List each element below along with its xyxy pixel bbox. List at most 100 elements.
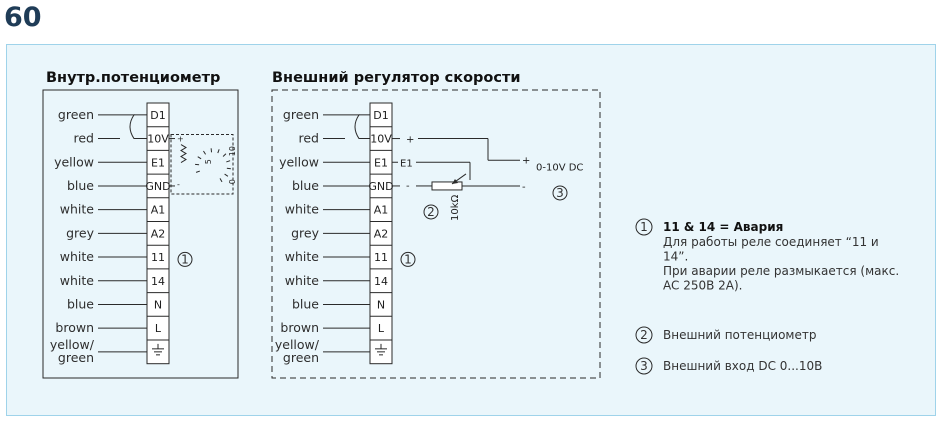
terminal-14: 14 [151,275,165,288]
earth-wire-label-2: green [58,350,94,365]
terminal-A2: A2 [151,227,166,240]
wire-label-brown: brown [55,320,94,335]
terminal-A1: A1 [151,204,166,217]
enclosure-outline [271,89,601,379]
page-number: 60 [4,2,42,33]
terminal-D1: D1 [150,109,165,122]
pot-callout-number: 2 [427,205,435,219]
dial-mid: 5 [204,159,213,164]
terminal-14: 14 [374,275,388,288]
terminal-11: 11 [151,251,165,264]
wire-label-yellow: yellow [54,154,94,169]
legend-item-3-circle [635,357,653,375]
legend-item-1-title: 11 & 14 = Авария [663,220,783,234]
pot-wiper-arrow [452,178,458,184]
terminal-10V: 10V [147,133,169,146]
pot-value: 10kΩ [450,194,461,221]
dial-tick [203,150,207,155]
dc-plus: + [522,155,530,166]
e1-label: E1 [400,158,413,169]
dial-tick [226,167,231,170]
legend-item-1-line: Для работы реле соединяет “11 и [663,235,879,249]
dc-callout-circle [552,185,568,201]
terminal-N: N [154,298,162,311]
legend-item-2-circle [635,326,653,344]
terminal-D1: D1 [373,109,388,122]
dial-tick [219,178,223,183]
dial-plus: + [177,135,184,144]
dial-tick [197,156,202,160]
dial-box [170,134,234,195]
legend-item-2-text: Внешний потенциометр [663,328,816,342]
wire-label-white: white [60,273,95,288]
dial-tick [195,170,201,173]
relay-callout-number: 1 [404,252,412,266]
terminal-GND: GND [368,180,393,193]
wire-label-green: green [283,107,319,122]
minus-sign: - [406,181,410,192]
pot-callout-circle [423,204,439,220]
terminal-GND: GND [145,180,170,193]
bridge-loop [345,114,370,140]
dc-callout-number: 3 [556,186,564,200]
legend-item-1-line: 14”. [663,250,688,264]
wire-label-white: white [285,273,320,288]
earth-wire-label-2: green [283,350,319,365]
wire-label-white: white [60,202,95,217]
relay-callout-circle [400,251,416,267]
dc-label: 0-10V DC [536,162,583,173]
dial-tick [222,153,227,157]
legend-item-2-number: 2 [640,328,648,342]
wire-label-blue: blue [292,178,319,193]
terminal-N: N [377,298,385,311]
dial-min: 0 [228,179,237,184]
dial-tick [226,160,231,163]
legend-item-3-text: Внешний вход DC 0...10В [663,359,822,373]
wire-label-red: red [299,131,320,146]
legend-item-1-number: 1 [640,220,648,234]
relay-callout-number: 1 [181,252,189,266]
bridge-loop [120,114,147,140]
wire-label-white: white [60,249,95,264]
enclosure-outline [42,89,239,379]
relay-callout-circle [177,251,193,267]
legend-item-3-number: 3 [640,359,648,373]
wire-label-blue: blue [292,296,319,311]
wire-label-yellow: yellow [279,154,319,169]
terminal-L: L [378,322,385,335]
terminal-10V: 10V [370,133,392,146]
wire-label-white: white [285,249,320,264]
legend-item-1-circle [635,218,653,236]
wire-label-white: white [285,202,320,217]
earth-wire-label-1: yellow/ [50,337,95,352]
terminal-A1: A1 [374,204,389,217]
legend-item-1-line: AC 250B 2A). [663,279,742,293]
legend-item-1-line: При аварии реле размыкается (макс. [663,264,899,278]
dial-tick [217,149,220,154]
plus-sign: + [406,135,414,146]
wire-label-brown: brown [280,320,319,335]
terminal-E1: E1 [374,156,388,169]
terminal-E1: E1 [151,156,165,169]
dial-minus: - [177,180,180,189]
panel-title: Внешний регулятор скорости [272,70,521,86]
wire-label-grey: grey [66,225,94,240]
panel-title: Внутр.потенциометр [46,70,220,86]
dial-resistor [180,144,187,163]
terminal-11: 11 [374,251,388,264]
terminal-A2: A2 [374,227,389,240]
dc-minus: - [522,182,526,193]
potentiometer-resistor [431,181,463,191]
terminal-L: L [155,322,162,335]
wire-label-green: green [58,107,94,122]
dial-max: 10 [228,146,237,156]
dial-tick [224,173,229,177]
wire-label-blue: blue [67,296,94,311]
earth-wire-label-1: yellow/ [275,337,320,352]
wire-label-blue: blue [67,178,94,193]
wire-label-red: red [74,131,95,146]
